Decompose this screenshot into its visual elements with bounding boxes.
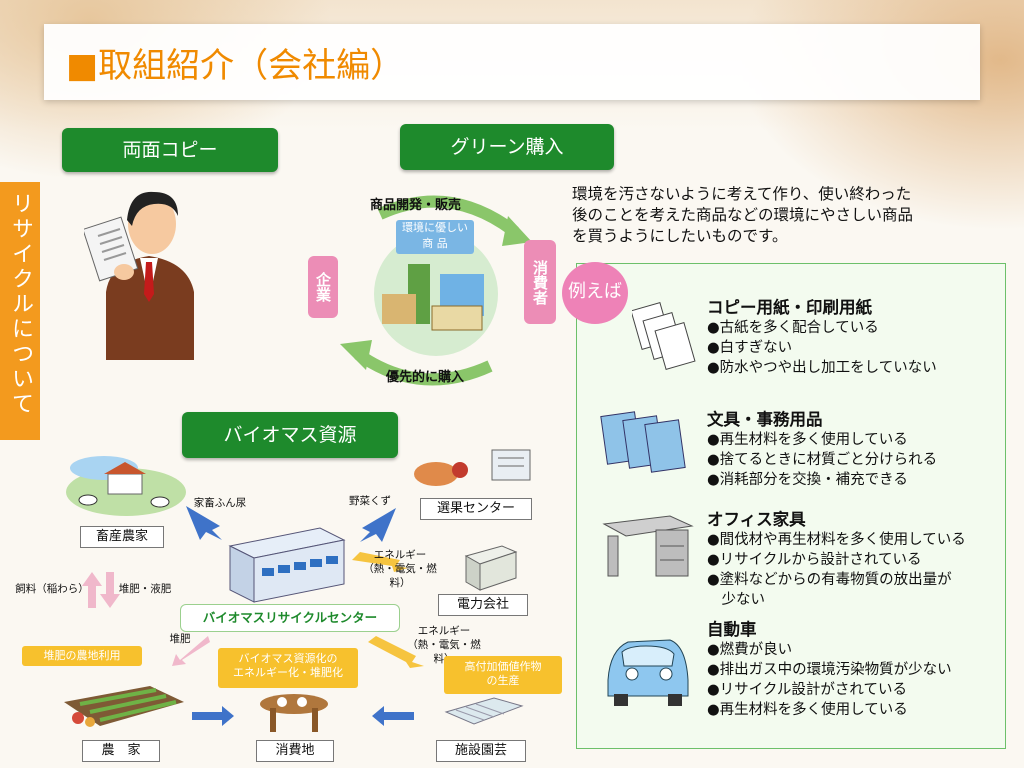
farm-field-illustration [64,686,184,727]
side-tab-recycling[interactable]: リサイクルについて [0,182,40,440]
node-sorting-center: 選果センター [420,498,532,520]
category-item: ●リサイクル設計がされている [707,682,907,698]
callout-biomass-energy: バイオマス資源化の エネルギー化・堆肥化 [218,648,358,688]
category-stationery: 文具・事務用品 ●再生材料を多く使用している ●捨てるときに材質ごと分けられる … [707,406,997,490]
businessman-illustration [84,191,194,360]
category-item: ●間伐材や再生材料を多く使用している [707,532,966,548]
label-green-purchase: グリーン購入 [400,124,614,170]
category-item: ●リサイクルから設計されている [707,552,922,568]
flow-label-manure: 家畜ふん尿 [193,497,247,509]
node-farmer: 農 家 [82,740,160,762]
biomass-flow-arrows [82,506,424,726]
green-purchase-description: 環境を汚さないように考えて作り、使い終わった 後のことを考えた商品などの環境にや… [572,185,914,245]
category-title: コピー用紙・印刷用紙 [707,298,872,317]
notebook-icon [600,411,686,473]
cycle-consumer-label: 消費者 [524,240,556,324]
label-double-copy: 両面コピー [62,128,278,172]
node-livestock: 畜産農家 [80,526,164,548]
category-item: ●再生材料を多く使用している [707,702,908,718]
page-title: ■取組紹介（会社編） [66,46,405,86]
node-power-company: 電力会社 [438,594,528,616]
node-biomass-center: バイオマスリサイクルセンター [180,604,400,632]
greenhouse-illustration [444,697,524,725]
callout-high-value-crops: 高付加価値作物 の生産 [444,656,562,694]
flow-label-vegwaste: 野菜くず [349,495,391,507]
category-item: ●再生材料を多く使用している [707,432,908,448]
category-title: 文具・事務用品 [707,410,823,429]
example-badge: 例えば [562,262,628,324]
cycle-center-label: 環境に優しい 商 品 [396,220,474,254]
callout-farm-use: 堆肥の農地利用 [22,646,142,666]
green-purchase-cycle: 商品開発・販売 優先的に購入 企業 消費者 環境に優しい 商 品 [300,186,570,396]
side-tab-label: リサイクルについて [8,192,33,417]
title-band: ■取組紹介（会社編） [44,24,980,100]
category-item: ●塗料などからの有毒物質の放出量が 少ない [707,572,952,608]
node-greenhouse: 施設園芸 [436,740,526,762]
flow-label-energy-power: エネルギー （熱・電気・燃料） [363,549,437,589]
flow-label-energy-greenhouse: エネルギー （熱・電気・燃料） [407,625,481,665]
category-item: ●白すぎない [707,340,793,356]
dining-table-illustration [260,694,328,732]
category-car: 自動車 ●燃費が良い ●排出ガス中の環境汚染物質が少ない ●リサイクル設計がされ… [707,616,999,720]
cycle-top-label: 商品開発・販売 [370,198,462,213]
flow-label-feed: 飼料（稲わら） [15,583,89,595]
power-company-illustration [464,545,518,591]
category-office-furniture: オフィス家具 ●間伐材や再生材料を多く使用している ●リサイクルから設計されてい… [707,506,999,610]
cycle-company-label: 企業 [308,256,338,318]
office-desk-icon [602,515,694,577]
label-biomass: バイオマス資源 [182,412,398,458]
category-title: 自動車 [707,620,757,639]
flow-label-compost: 堆肥 [169,633,191,645]
category-item: ●排出ガス中の環境汚染物質が少ない [707,662,952,678]
paper-icon [632,302,696,370]
category-item: ●燃費が良い [707,642,793,658]
vegetable-waste-illustration [414,449,531,486]
category-item: ●消耗部分を交換・補充できる [707,472,908,488]
category-paper: コピー用紙・印刷用紙 ●古紙を多く配合している ●白すぎない ●防水やつや出し加… [707,294,997,378]
flow-label-compost-liquid: 堆肥・液肥 [118,583,172,595]
category-item: ●古紙を多く配合している [707,320,879,336]
livestock-farm-illustration [66,456,186,516]
node-consumer: 消費地 [256,740,334,762]
category-title: オフィス家具 [707,510,806,529]
recycle-center-building [228,527,346,603]
cycle-bottom-label: 優先的に購入 [386,370,465,385]
category-item: ●防水やつや出し加工をしていない [707,360,937,376]
car-icon [607,639,689,706]
category-item: ●捨てるときに材質ごと分けられる [707,452,938,468]
